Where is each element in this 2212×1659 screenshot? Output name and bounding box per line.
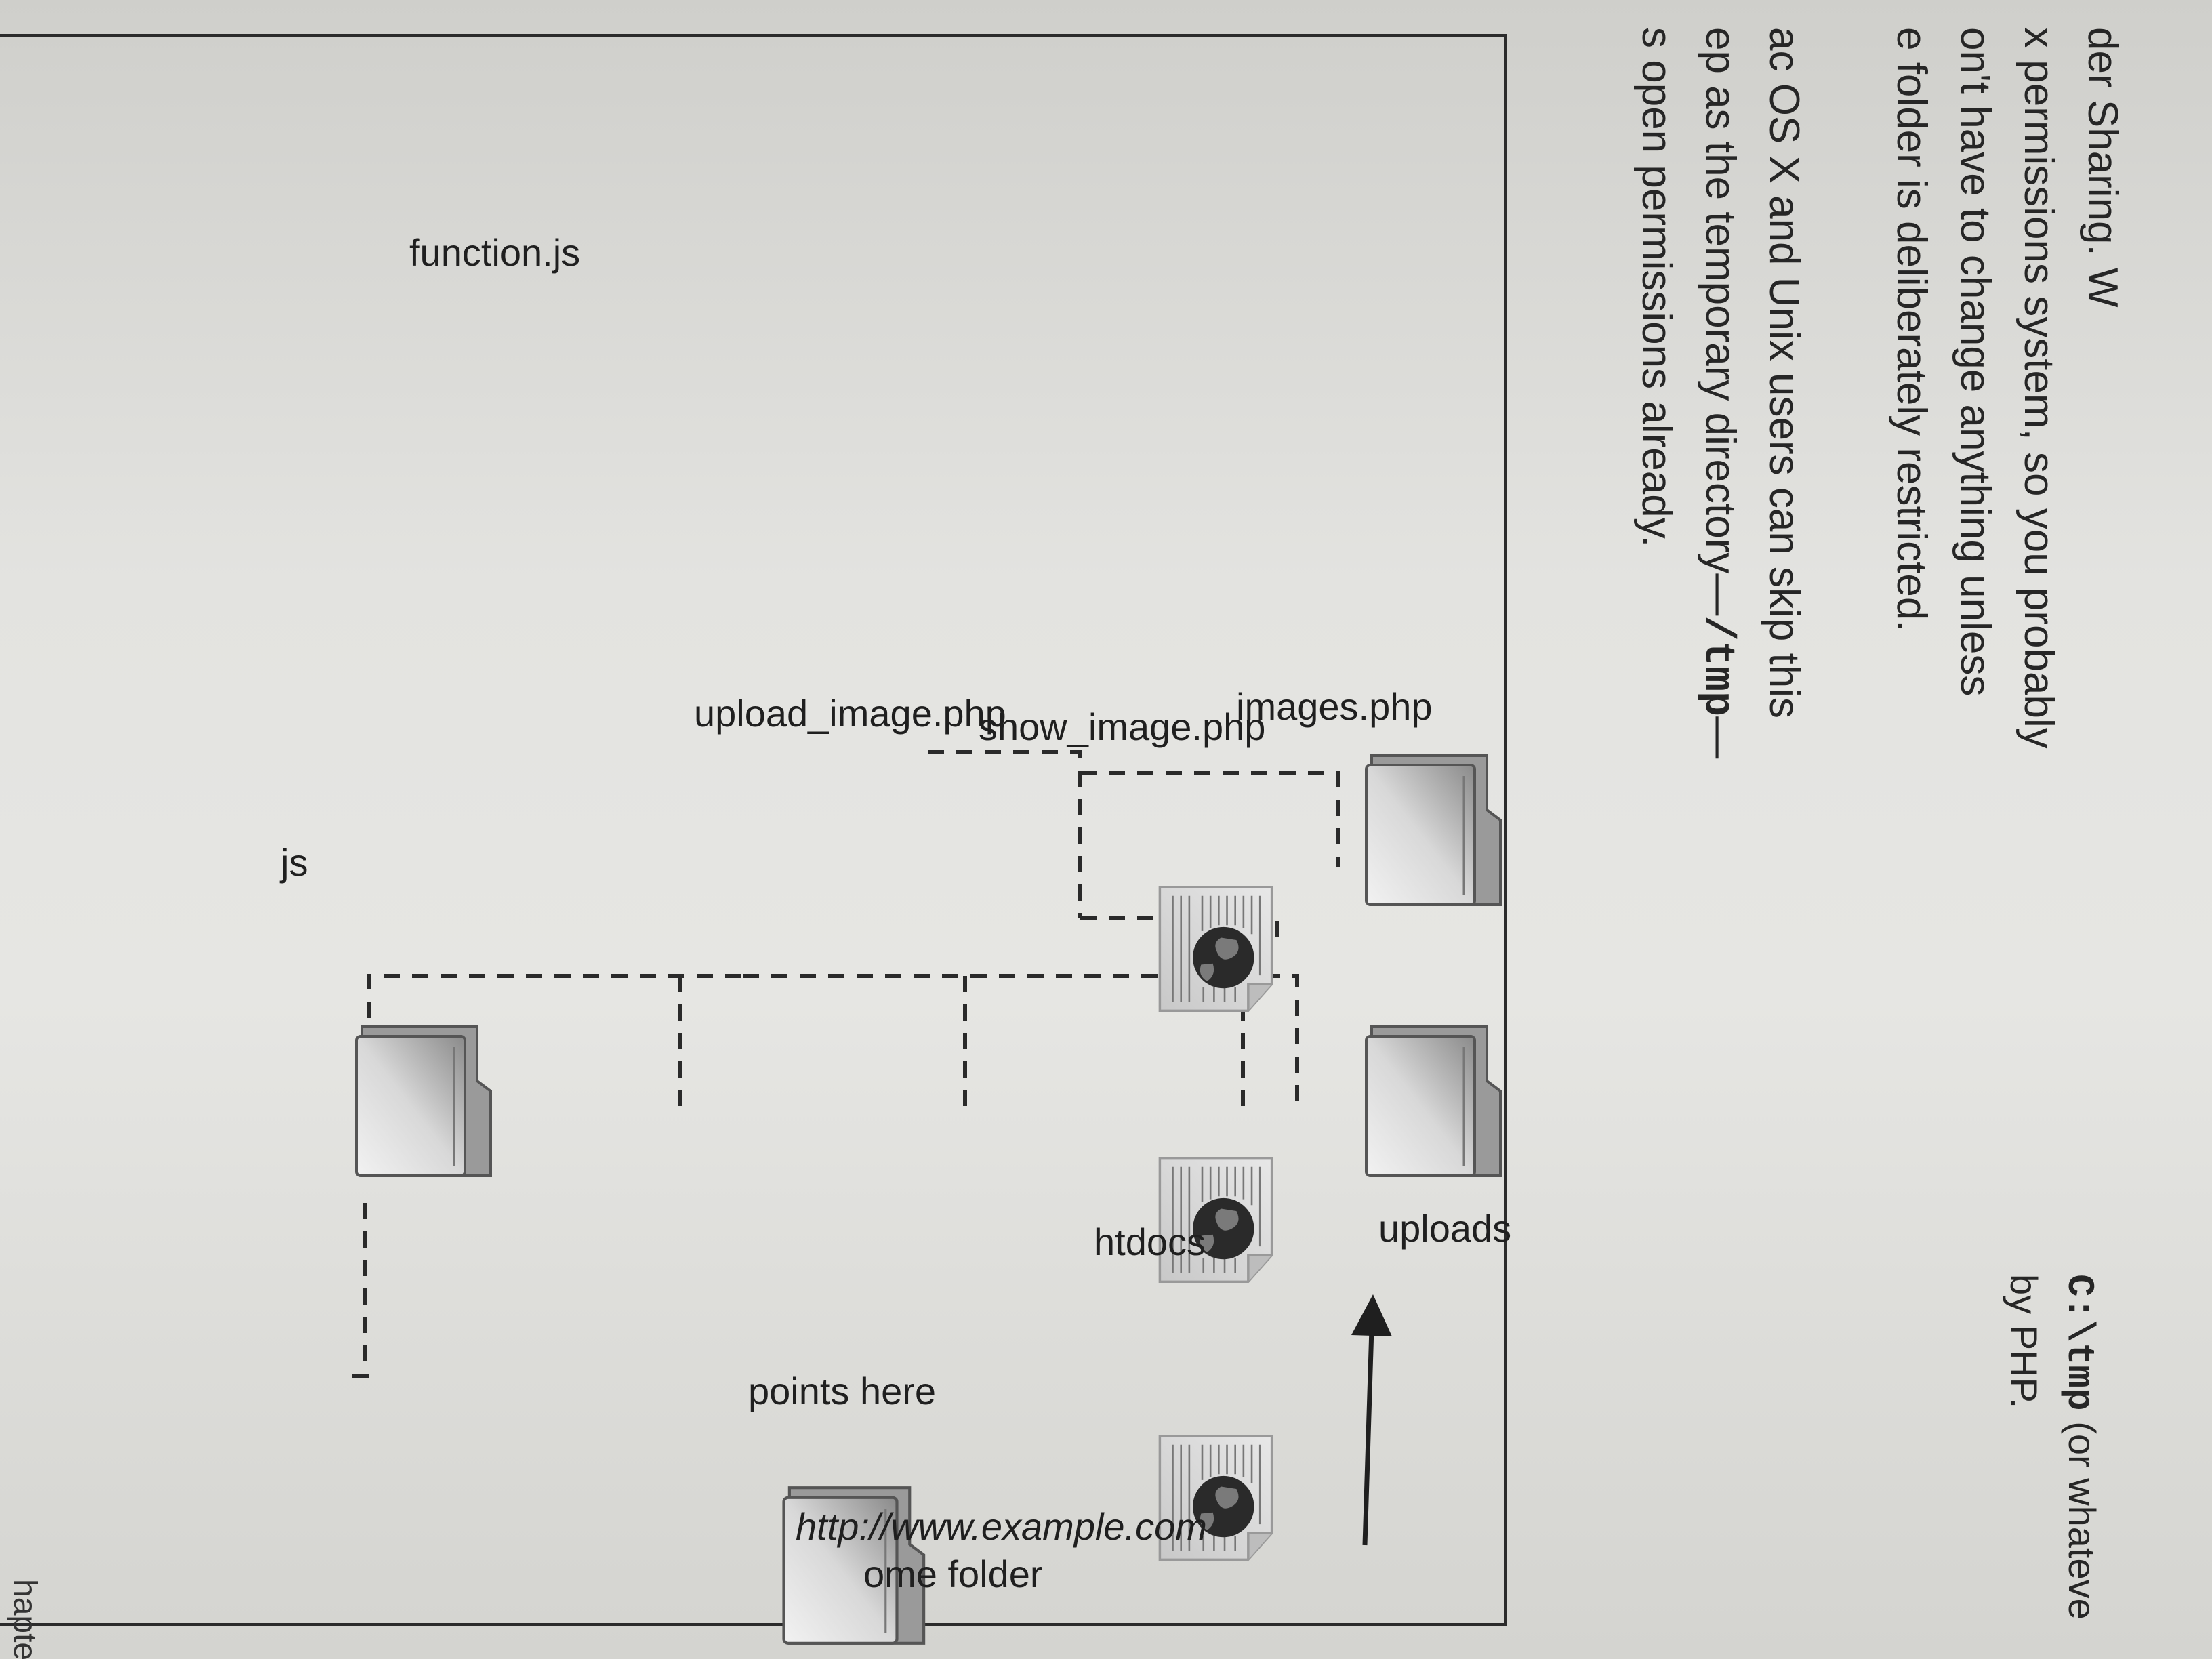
label-function-js: function.js [409,231,581,274]
label-js: js [281,841,308,884]
label-upload-image-php: upload_image.php [694,692,1006,735]
chapter-footer: hapter 11 [7,1579,43,1659]
php-document-icon [199,1037,328,1179]
label-home-folder: ome folder [863,1553,1043,1595]
folder-icon [1366,756,1500,905]
label-show-image-php: show_image.php [979,705,1266,748]
folder-icon [356,1027,491,1176]
js-connector [352,1203,369,1378]
label-images-php: images.php [1236,685,1433,728]
annotation-points-here: points here [748,1370,937,1412]
folder-icon [1366,1027,1500,1176]
arrow-icon [1351,1294,1392,1546]
label-htdocs: htdocs [1094,1221,1206,1263]
label-uploads: uploads [1378,1207,1512,1250]
annotation-url: http://www.example.com [796,1505,1207,1548]
php-document-icon [1160,887,1271,1011]
